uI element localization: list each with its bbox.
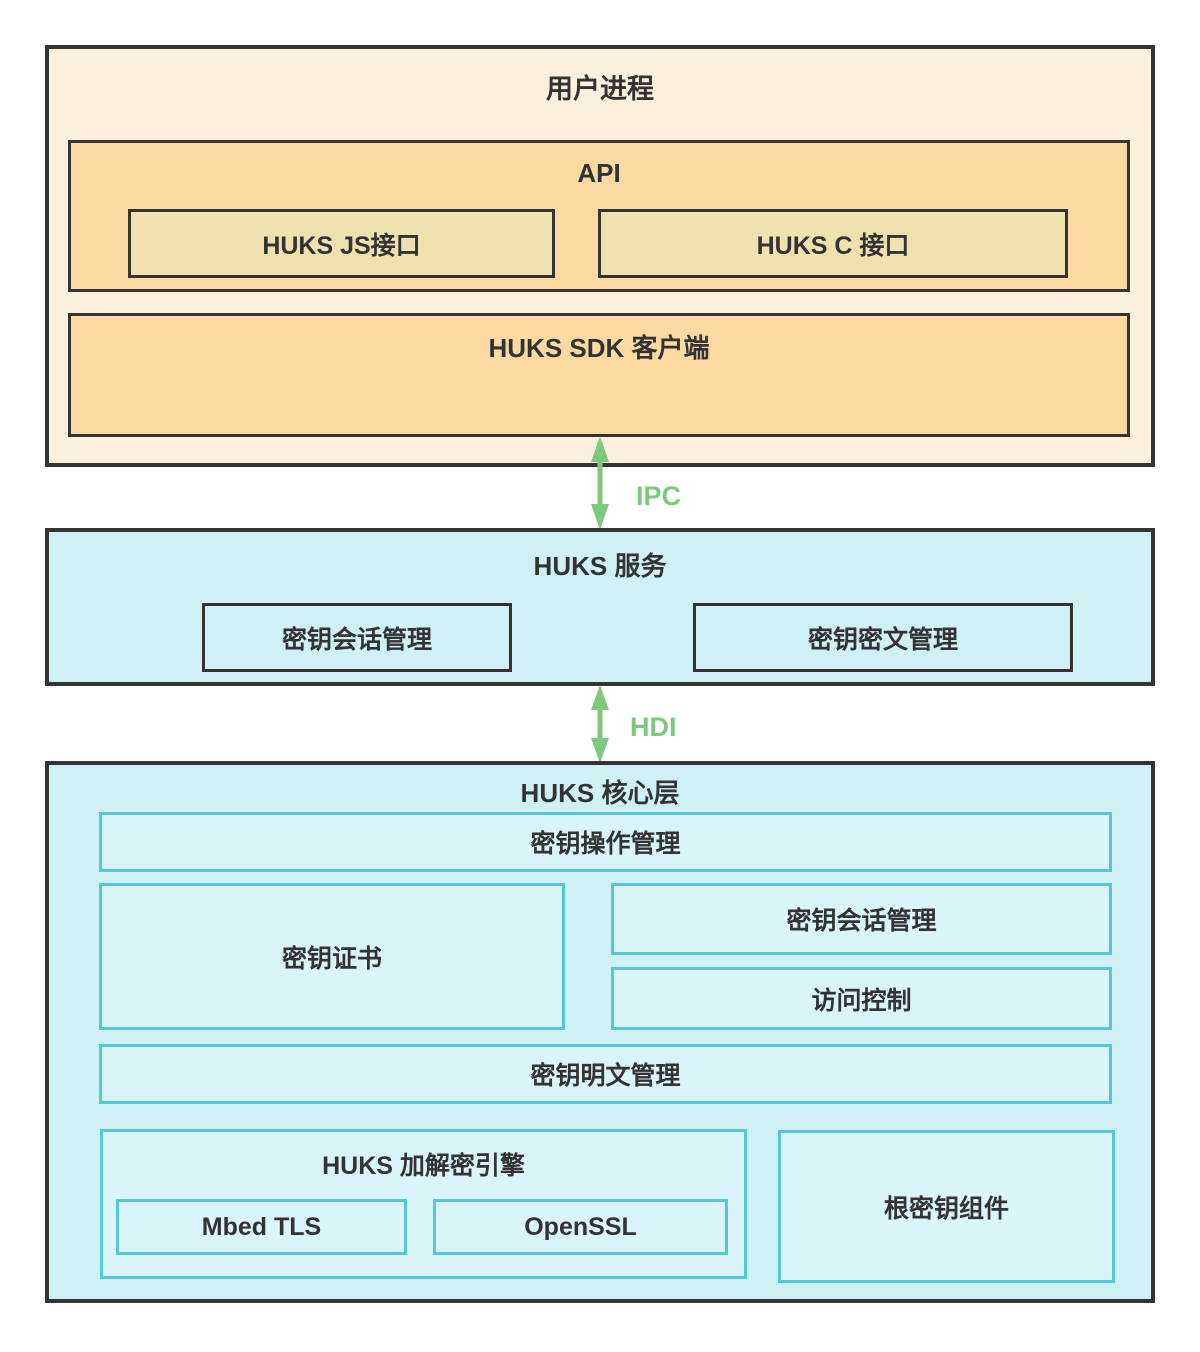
core-key-cert-label: 密钥证书 [281,944,382,973]
core-key-cert-box: 密钥证书 [99,883,565,1030]
core-access-control-label: 访问控制 [811,986,912,1015]
huks-c-interface-box: HUKS C 接口 [598,209,1068,278]
service-key-cipher-box: 密钥密文管理 [693,603,1073,672]
hdi-label: HDI [630,712,677,742]
core-access-control-box: 访问控制 [611,967,1112,1030]
core-key-plaintext-box: 密钥明文管理 [99,1044,1112,1104]
huks-js-interface-box: HUKS JS接口 [128,209,555,278]
user-process-title: 用户进程 [546,74,654,104]
core-key-operation-label: 密钥操作管理 [530,830,681,858]
hdi-double-arrow-icon [591,685,609,763]
core-crypto-engine-title: HUKS 加解密引擎 [322,1152,525,1180]
core-key-session-box: 密钥会话管理 [611,883,1112,955]
api-title: API [577,158,621,188]
huks-c-interface-label: HUKS C 接口 [756,231,910,260]
core-root-key-box: 根密钥组件 [778,1130,1115,1283]
huks-core-title: HUKS 核心层 [520,778,680,808]
openssl-label: OpenSSL [524,1212,637,1241]
service-key-cipher-label: 密钥密文管理 [807,625,958,654]
service-key-session-box: 密钥会话管理 [202,603,512,672]
core-key-plaintext-label: 密钥明文管理 [530,1062,681,1090]
huks-service-title: HUKS 服务 [533,551,667,581]
mbed-tls-label: Mbed TLS [201,1212,322,1241]
huks-sdk-client-label: HUKS SDK 客户端 [488,333,710,363]
core-key-operation-box: 密钥操作管理 [99,812,1112,872]
huks-js-interface-label: HUKS JS接口 [262,231,421,260]
mbed-tls-box: Mbed TLS [116,1199,407,1255]
ipc-label: IPC [636,481,682,511]
core-key-session-label: 密钥会话管理 [786,907,937,935]
openssl-box: OpenSSL [433,1199,728,1255]
huks-sdk-client-box: HUKS SDK 客户端 [68,313,1130,437]
ipc-double-arrow-icon [591,436,609,530]
core-root-key-label: 根密钥组件 [883,1194,1009,1223]
service-key-session-label: 密钥会话管理 [281,625,432,654]
